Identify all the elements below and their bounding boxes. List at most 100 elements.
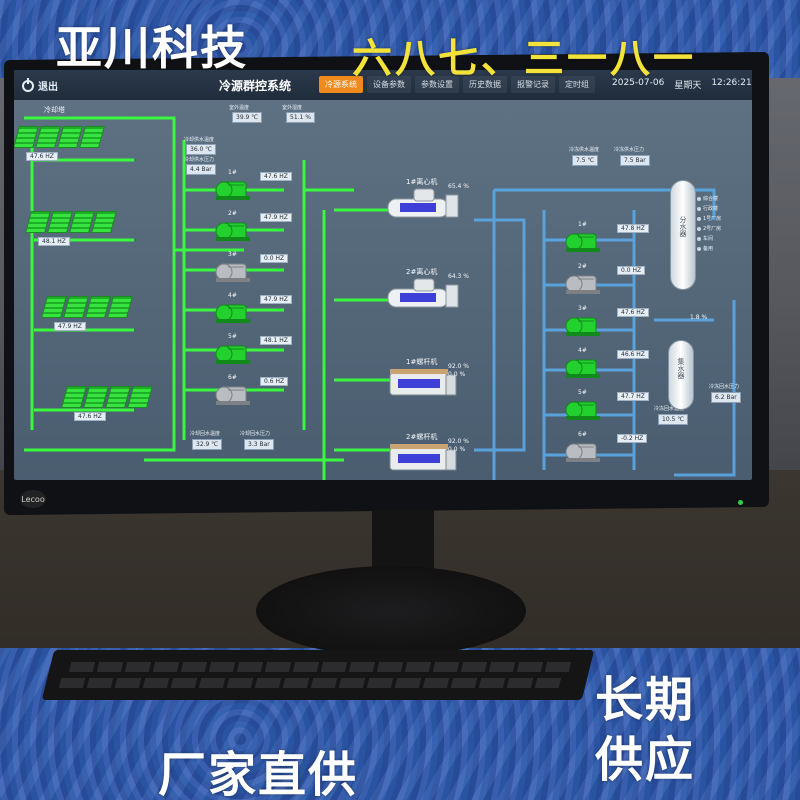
pump-unit[interactable]	[564, 398, 608, 428]
date-text: 2025-07-06	[612, 78, 665, 88]
branch-dot-icon	[697, 206, 701, 211]
tab-timer-group[interactable]: 定时组	[559, 76, 595, 93]
chiller-name-label: 2#离心机	[406, 268, 438, 276]
branch-item: 2号厂房	[697, 225, 721, 232]
chiller-load-label: 92.0 %	[448, 363, 469, 370]
cooling-return-temp-label: 冷却回水温度	[190, 431, 221, 437]
pump-freq-label: 0.0 HZ	[260, 254, 289, 263]
exit-button[interactable]: 退出	[22, 77, 58, 93]
cooling-tower-fan-icon	[79, 126, 105, 148]
pump-unit[interactable]	[564, 356, 608, 386]
chilled-supply-temp-value: 7.5 ℃	[572, 155, 599, 166]
tower-freq-label: 48.1 HZ	[38, 237, 70, 246]
cooling-tower-unit[interactable]: 47.6 HZ	[14, 120, 114, 170]
screw-chiller[interactable]	[384, 365, 464, 405]
pump-name-label: 6#	[228, 374, 237, 381]
centrifugal-chiller-icon	[387, 188, 459, 218]
pump-running-icon	[215, 304, 250, 323]
pump-unit[interactable]	[214, 178, 258, 208]
tab-bar: 冷源系统 设备参数 参数设置 历史数据 报警记录 定时组	[319, 76, 595, 93]
centrifugal-chiller[interactable]	[384, 185, 464, 225]
promo-supply-text: 供应	[595, 732, 696, 788]
chiller-load-label: 65.4 %	[448, 183, 469, 190]
pump-name-label: 4#	[228, 292, 237, 299]
tab-history-data[interactable]: 历史数据	[463, 76, 507, 93]
pump-unit[interactable]	[564, 314, 608, 344]
cooling-tower-fan-icon	[127, 386, 153, 408]
cooling-supply-temp-label: 冷却供水温度	[184, 137, 215, 143]
pump-stopped-icon	[565, 275, 600, 294]
pump-freq-label: 48.1 HZ	[260, 336, 292, 345]
pump-unit[interactable]	[564, 440, 608, 470]
outdoor-temp-value: 39.9 ℃	[232, 112, 263, 123]
pump-running-icon	[215, 222, 250, 241]
system-title: 冷源群控系统	[219, 79, 292, 93]
pump-name-label: 1#	[578, 221, 587, 228]
centrifugal-chiller-icon	[387, 278, 459, 308]
pump-running-icon	[565, 401, 600, 420]
pump-name-label: 5#	[578, 389, 587, 396]
pump-name-label: 1#	[228, 169, 237, 176]
chilled-return-pressure-label: 冷冻回水压力	[709, 384, 740, 390]
return-collector-tank	[668, 340, 694, 410]
chilled-main-pipe	[474, 218, 526, 452]
chilled-return-pressure-value: 6.2 Bar	[711, 392, 741, 403]
screw-chiller-icon	[389, 369, 457, 396]
chiller-load2-label: 0.0 %	[448, 446, 466, 453]
plant-diagram: 冷却塔 室外温度 39.9 ℃ 室外湿度 51.1 % 冷却供水温度 36.0 …	[14, 100, 752, 480]
tower-freq-label: 47.6 HZ	[74, 412, 106, 421]
tower-branches	[34, 158, 134, 412]
screw-chiller[interactable]	[384, 440, 464, 480]
tab-equipment-params[interactable]: 设备参数	[367, 76, 411, 93]
pump-unit[interactable]	[214, 301, 258, 331]
pump-running-icon	[215, 181, 250, 200]
keyboard	[41, 650, 595, 700]
pump-unit[interactable]	[214, 260, 258, 290]
cooling-tower-unit[interactable]: 48.1 HZ	[25, 205, 126, 255]
pump-freq-label: 47.9 HZ	[260, 213, 292, 222]
centrifugal-chiller[interactable]	[384, 275, 464, 315]
cooling-tower-unit[interactable]: 47.9 HZ	[41, 290, 142, 340]
promo-long-term-text: 长期	[595, 672, 696, 728]
cooling-return-temp-value: 32.9 ℃	[192, 439, 223, 450]
branch-item: 综合楼	[697, 195, 721, 202]
pump-unit[interactable]	[564, 230, 608, 260]
pump-running-icon	[565, 359, 600, 378]
cooling-supply-pressure-value: 4.4 Bar	[186, 164, 216, 175]
chiller-name-label: 1#螺杆机	[406, 358, 438, 366]
time-text: 12:26:21	[711, 78, 752, 88]
tower-freq-label: 47.9 HZ	[54, 322, 86, 331]
pump-freq-label: 47.9 HZ	[260, 295, 292, 304]
branch-item: 备用	[697, 245, 721, 252]
tab-param-settings[interactable]: 参数设置	[415, 76, 459, 93]
tab-alarm-records[interactable]: 报警记录	[511, 76, 555, 93]
screen-header: 退出 冷源群控系统 冷源系统 设备参数 参数设置 历史数据 报警记录 定时组 2…	[14, 70, 752, 100]
weekday-text: 星期天	[674, 81, 702, 91]
pump-freq-label: 0.6 HZ	[260, 377, 289, 386]
pump-unit[interactable]	[564, 272, 608, 302]
pump-freq-label: 47.8 HZ	[617, 224, 649, 233]
pump-unit[interactable]	[214, 219, 258, 249]
branch-list: 综合楼 行政楼 1号厂房 2号厂房 车间 备用	[697, 195, 721, 252]
chilled-return-temp-value: 10.5 ℃	[658, 414, 689, 425]
supply-distributor-label: 分水器	[679, 216, 687, 237]
chiller-name-label: 1#离心机	[406, 178, 438, 186]
outdoor-humidity-label: 室外湿度	[282, 105, 303, 111]
chilled-supply-temp-label: 冷冻供水温度	[569, 147, 600, 153]
pump-freq-label: 47.6 HZ	[260, 172, 292, 181]
branch-dot-icon	[697, 196, 701, 201]
tab-cooling-system[interactable]: 冷源系统	[319, 76, 363, 93]
pipe-network	[24, 116, 736, 480]
cooling-tower-fan-icon	[91, 211, 117, 233]
pump-unit[interactable]	[214, 383, 258, 413]
exit-label: 退出	[38, 82, 58, 93]
cooling-tower-unit[interactable]: 47.6 HZ	[61, 380, 162, 430]
cooling-return-pressure-label: 冷却回水压力	[240, 431, 271, 437]
pump-unit[interactable]	[214, 342, 258, 372]
pump-name-label: 4#	[578, 347, 587, 354]
pump-stopped-icon	[215, 263, 250, 282]
pump-name-label: 3#	[228, 251, 237, 258]
pump-name-label: 6#	[578, 431, 587, 438]
pump-running-icon	[565, 317, 600, 336]
branch-item: 车间	[697, 235, 721, 242]
